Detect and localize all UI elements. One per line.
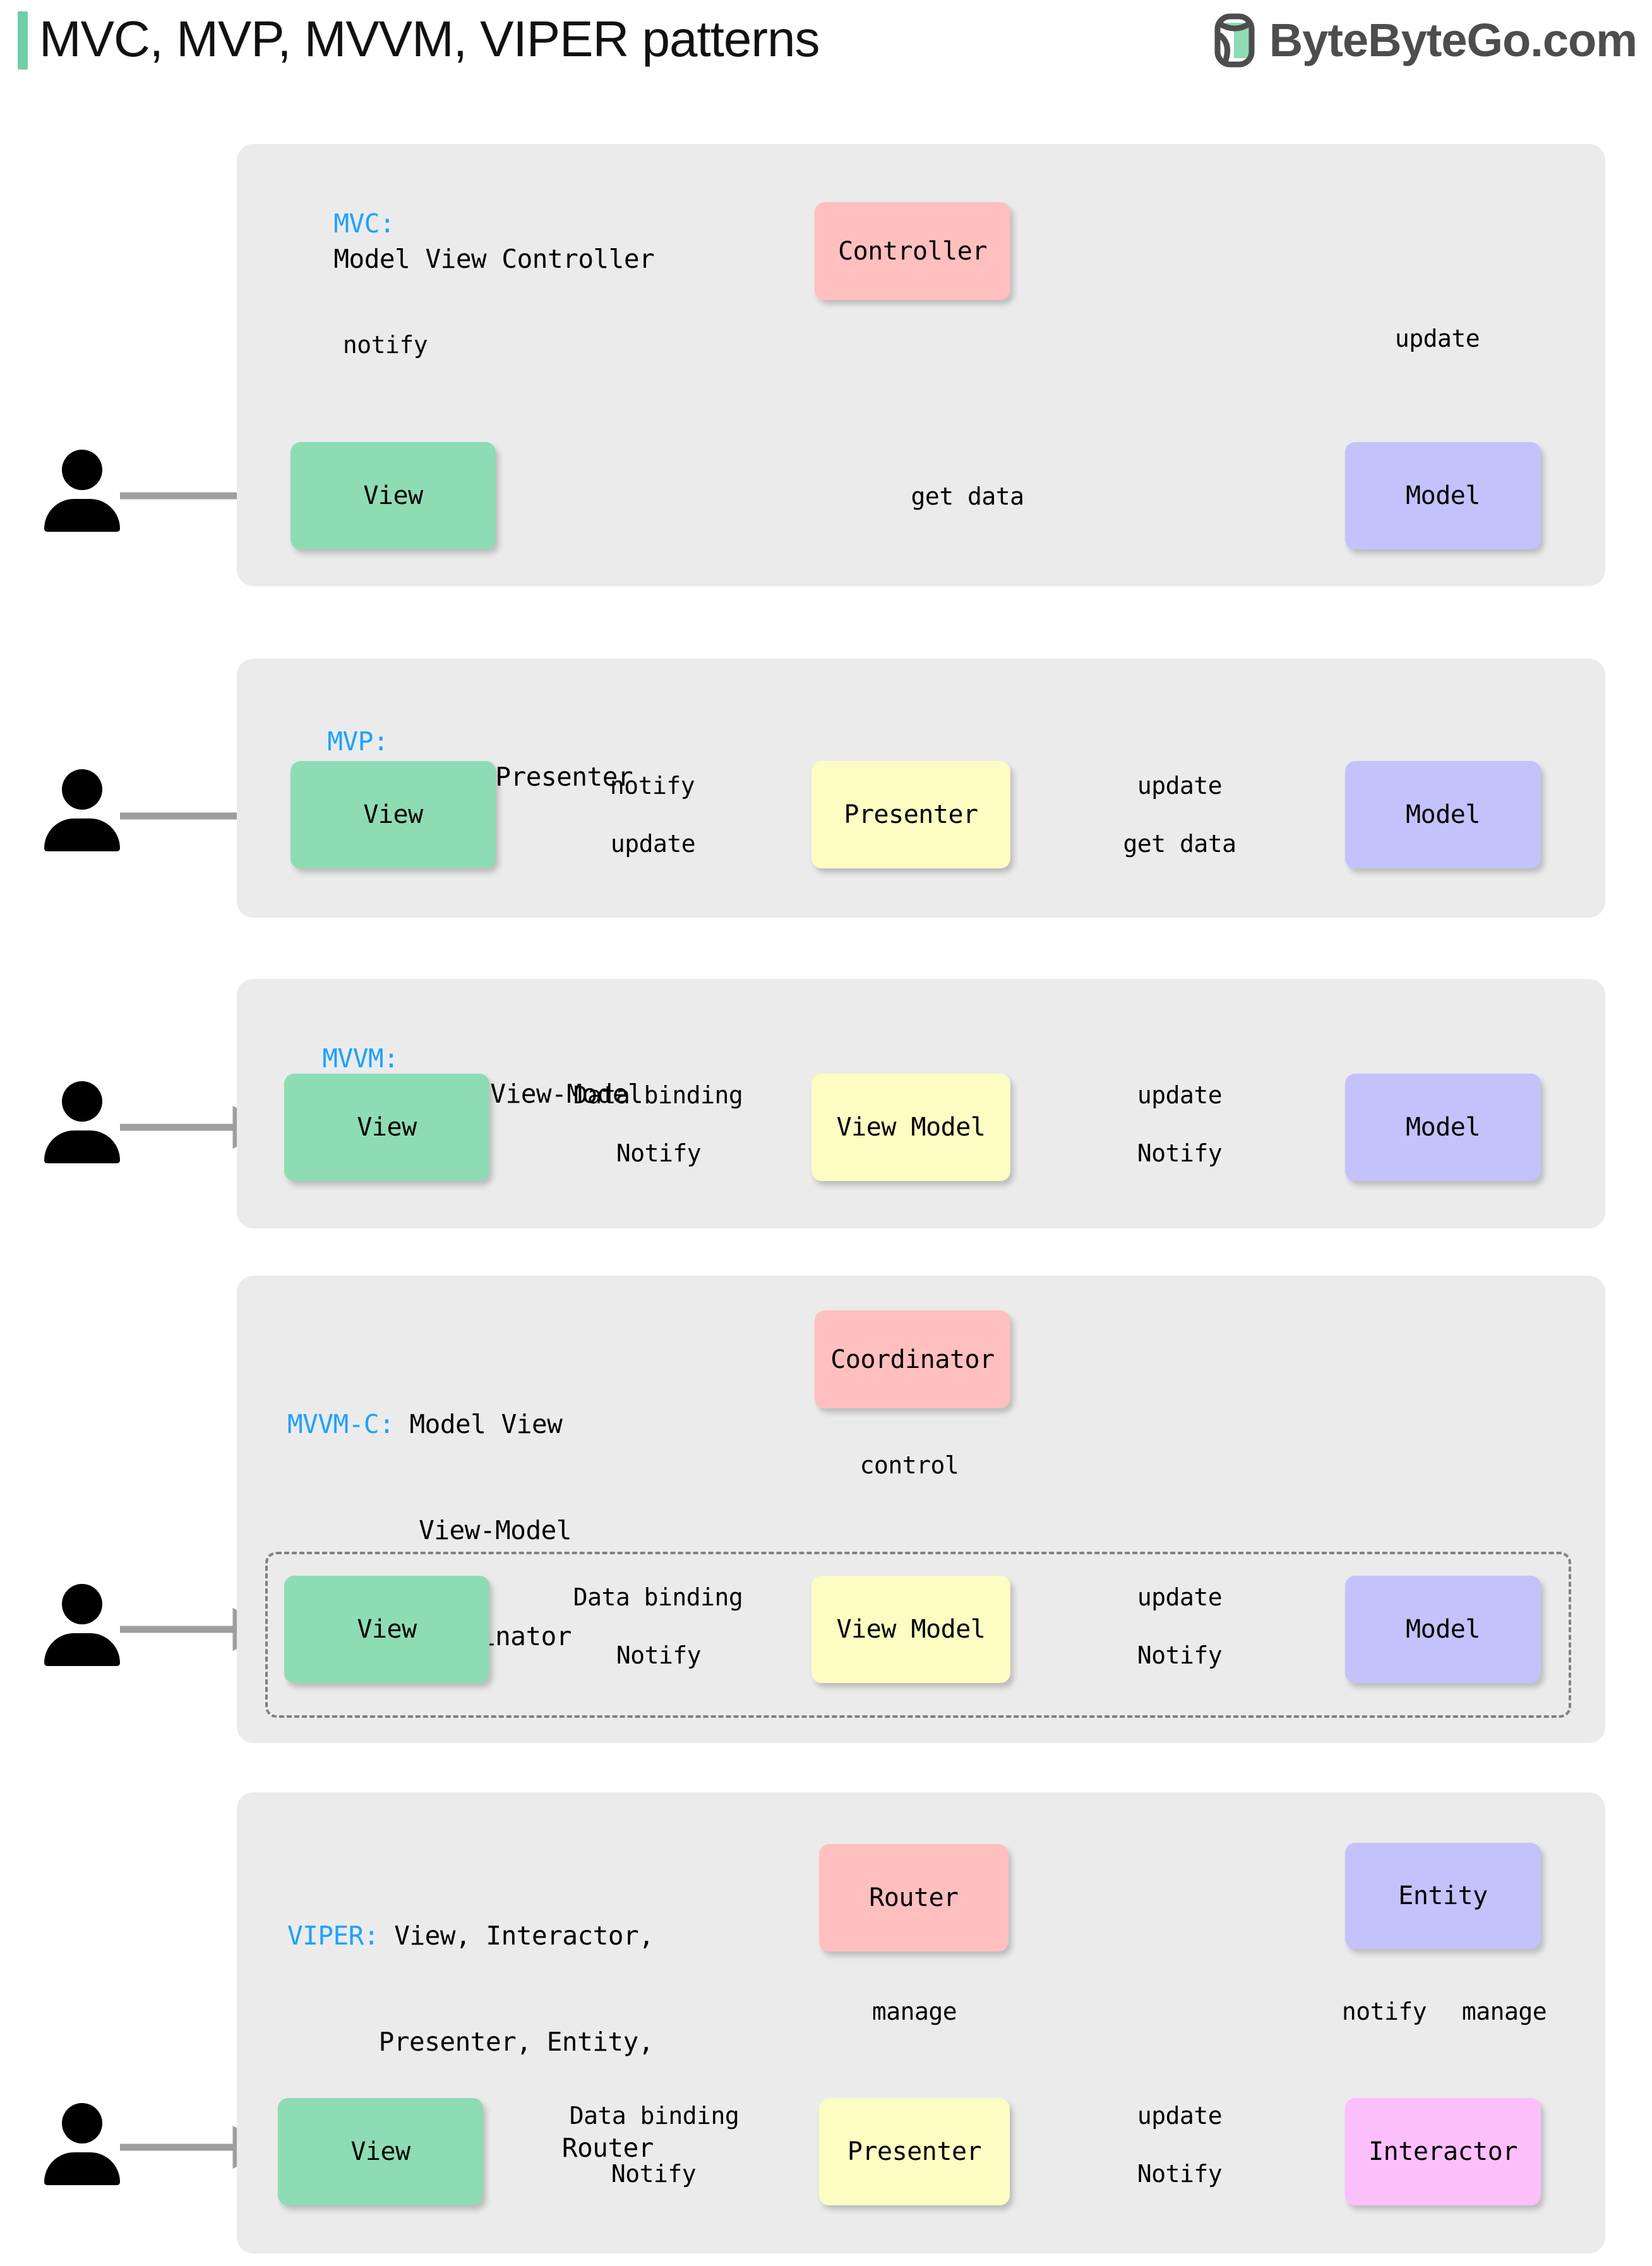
mvvm-group-boundary: [265, 1552, 1571, 1718]
edge-label-notify-vm: Notify: [616, 1139, 702, 1167]
actor-body-icon: [44, 499, 120, 532]
actor-head-icon: [62, 2103, 102, 2143]
section-key-mvvm: MVVM:: [322, 1043, 399, 1074]
node-view-mvvmc[interactable]: View: [284, 1576, 489, 1683]
section-key-viper: VIPER:: [287, 1921, 380, 1951]
node-label: View: [357, 1113, 417, 1142]
edge-label-notify-model: Notify: [1137, 1139, 1223, 1167]
edge-label-control: control: [859, 1451, 959, 1479]
page-header: MVC, MVP, MVVM, VIPER patterns ByteByteG…: [0, 0, 1652, 95]
edge-label-data-binding: Data binding: [569, 2102, 739, 2130]
user-actor-icon: [44, 769, 120, 851]
actor-head-icon: [62, 1584, 102, 1624]
edge-label-notify-vm: Notify: [616, 1641, 702, 1669]
section-key-mvp: MVP:: [327, 726, 389, 757]
node-label: Model: [1406, 1615, 1480, 1644]
user-actor-icon: [44, 2103, 120, 2185]
edge-label-update: update: [1137, 2102, 1223, 2130]
node-label: View Model: [836, 1113, 986, 1142]
node-label: Entity: [1398, 1881, 1488, 1910]
actor-body-icon: [44, 1633, 120, 1666]
node-view-mvc[interactable]: View: [290, 442, 496, 549]
edge-label-data-binding: Data binding: [573, 1081, 743, 1109]
node-label: Interactor: [1368, 2137, 1517, 2166]
node-model-mvc[interactable]: Model: [1345, 442, 1541, 549]
actor-body-icon: [44, 2152, 120, 2185]
node-label: View Model: [836, 1615, 986, 1644]
node-label: View: [363, 481, 423, 510]
edge-label-update: update: [1137, 772, 1223, 800]
node-model-mvvm[interactable]: Model: [1345, 1074, 1541, 1181]
user-actor-icon: [44, 450, 120, 532]
edge-label-notify: notify: [342, 331, 428, 359]
node-label: Model: [1406, 800, 1480, 829]
actor-head-icon: [62, 450, 102, 490]
node-label: View: [363, 800, 423, 829]
section-key-mvvmc: MVVM-C:: [287, 1409, 395, 1439]
section-title-text-mvc: Model View Controller: [333, 244, 655, 274]
section-title-text-mvvmc-1: Model View: [409, 1409, 563, 1439]
node-label: View: [357, 1615, 417, 1644]
edge-label-update: update: [1394, 325, 1480, 352]
edge-label-manage-router: manage: [871, 1998, 957, 2025]
node-coordinator[interactable]: Coordinator: [815, 1310, 1010, 1408]
node-label: Presenter: [847, 2137, 982, 2166]
edge-label-update-back: update: [610, 830, 696, 858]
node-viewmodel-mvvmc[interactable]: View Model: [811, 1576, 1010, 1683]
node-model-mvvmc[interactable]: Model: [1345, 1576, 1541, 1683]
node-label: Controller: [838, 236, 987, 266]
actor-body-icon: [44, 1130, 120, 1163]
node-label: Presenter: [844, 800, 978, 829]
section-title-text-viper-3: Router: [561, 2133, 654, 2163]
actor-body-icon: [44, 818, 120, 851]
edge-label-notify-presenter: Notify: [611, 2160, 697, 2188]
node-controller[interactable]: Controller: [815, 202, 1010, 300]
node-interactor[interactable]: Interactor: [1345, 2098, 1541, 2205]
node-label: Model: [1406, 481, 1480, 510]
section-title-text-viper-1: View, Interactor,: [394, 1921, 654, 1951]
edge-label-notify-entity: notify: [1341, 1998, 1427, 2025]
node-label: Router: [869, 1883, 959, 1912]
section-key-mvc: MVC:: [333, 208, 395, 239]
actor-head-icon: [62, 1081, 102, 1122]
node-label: View: [350, 2137, 410, 2166]
user-actor-icon: [44, 1584, 120, 1666]
section-title-text-mvvmc-2: View-Model: [419, 1515, 572, 1545]
brand-name: ByteByteGo.com: [1269, 14, 1637, 66]
node-presenter-mvp[interactable]: Presenter: [811, 761, 1010, 868]
actor-head-icon: [62, 769, 102, 810]
edge-label-notify: notify: [609, 772, 695, 800]
node-view-mvp[interactable]: View: [290, 761, 496, 868]
node-label: Model: [1406, 1113, 1480, 1142]
page-title: MVC, MVP, MVVM, VIPER patterns: [39, 11, 820, 67]
node-model-mvp[interactable]: Model: [1345, 761, 1541, 868]
section-title-viper: VIPER: View, Interactor, Presenter, Enti…: [287, 1847, 654, 2201]
node-entity[interactable]: Entity: [1345, 1843, 1541, 1949]
edge-label-get-data: get data: [911, 483, 1024, 510]
edge-label-update: update: [1137, 1583, 1223, 1611]
user-actor-icon: [44, 1081, 120, 1163]
edge-label-data-binding: Data binding: [573, 1583, 743, 1611]
node-view-mvvm[interactable]: View: [284, 1074, 489, 1181]
edge-label-manage-interactor: manage: [1461, 1998, 1547, 2025]
bytebytego-leaf-logo-icon: [1211, 11, 1258, 69]
node-presenter-viper[interactable]: Presenter: [819, 2098, 1010, 2205]
node-viewmodel-mvvm[interactable]: View Model: [811, 1074, 1010, 1181]
edge-label-get-data: get data: [1123, 830, 1236, 858]
edge-label-update: update: [1137, 1081, 1223, 1109]
section-title-mvc: MVC: Model View Controller: [303, 171, 654, 277]
edge-label-notify-interactor: Notify: [1137, 2160, 1223, 2188]
node-view-viper[interactable]: View: [278, 2098, 483, 2205]
section-title-text-viper-2: Presenter, Entity,: [378, 2027, 654, 2057]
node-router[interactable]: Router: [819, 1844, 1009, 1951]
brand-logo: ByteByteGo.com: [1211, 10, 1637, 71]
edge-label-notify-model: Notify: [1137, 1641, 1223, 1669]
node-label: Coordinator: [830, 1345, 995, 1374]
title-accent-bar: [18, 11, 28, 69]
